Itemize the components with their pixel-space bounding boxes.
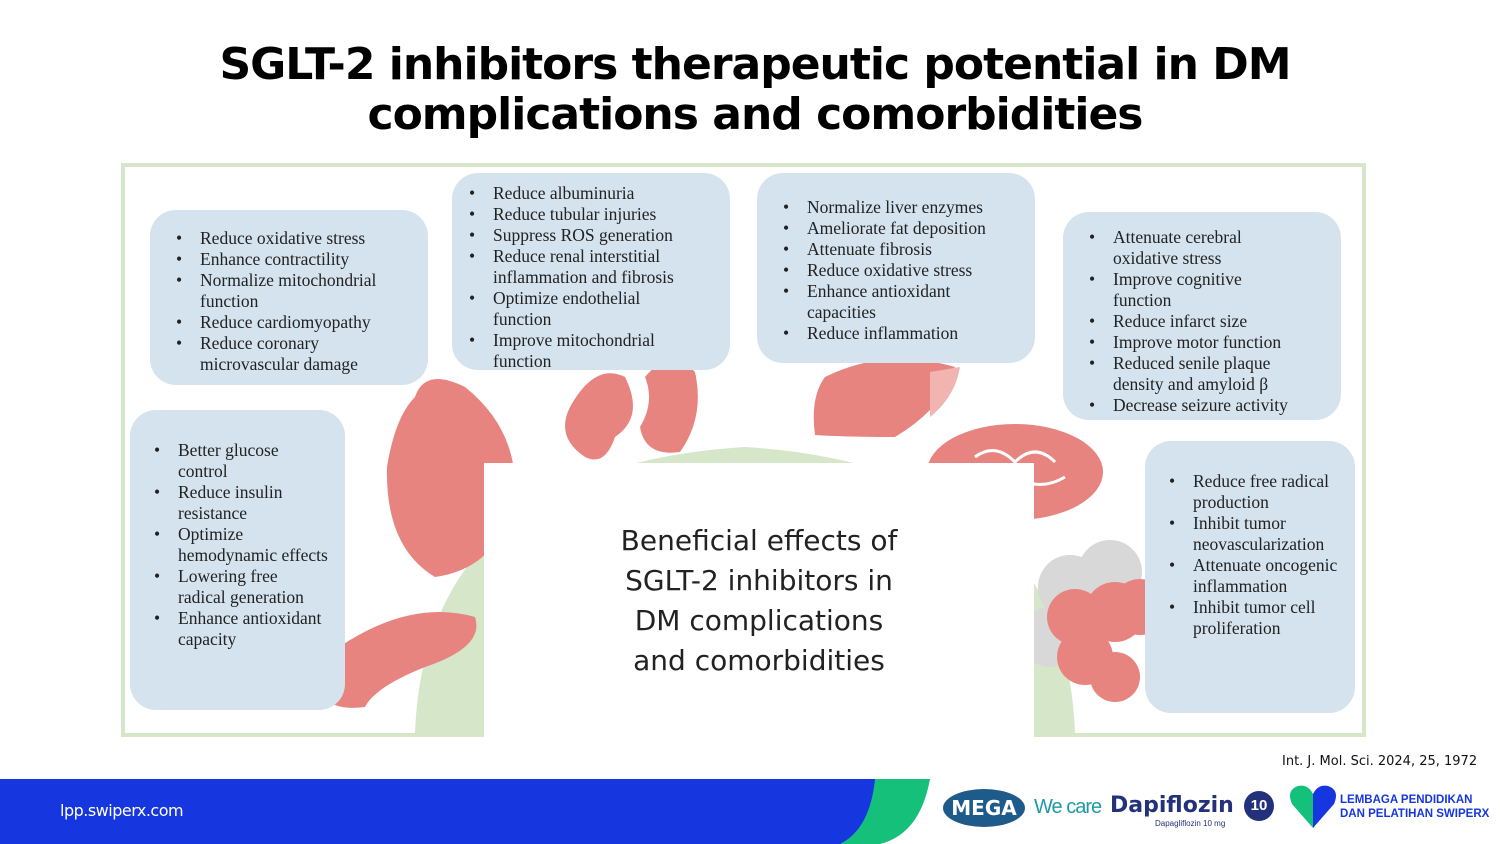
footer-bar [0,779,930,844]
dapiflozin-subtitle: Dapagliflozin 10 mg [1155,819,1226,828]
footer-url[interactable]: lpp.swiperx.com [60,801,184,820]
list-item: Reduce coronary microvascular damage [176,333,400,375]
lpp-logo-text: LEMBAGA PENDIDIKAN DAN PELATIHAN SWIPERX [1340,793,1489,821]
list-item: Reduce oxidative stress [176,228,428,249]
list-item: Reduce insulin resistance [154,482,328,524]
list-item: Reduce renal interstitial inflammation a… [469,246,708,288]
list-item: Better glucose control [154,440,328,482]
list-item: Improve mitochondrial function [469,330,693,372]
title-line-1: SGLT-2 inhibitors therapeutic potential … [219,39,1291,90]
heart-icon [386,379,515,577]
pancreas-effects-box: Better glucose controlReduce insulin res… [130,410,345,710]
caption-line: DM complications [634,604,884,637]
list-item: Reduced senile plaque density and amyloi… [1089,353,1298,395]
list-item: Lowering free radical generation [154,566,328,608]
list-item: Reduce infarct size [1089,311,1341,332]
list-item: Attenuate cerebral oxidative stress [1089,227,1273,269]
list-item: Decrease seizure activity [1089,395,1341,416]
list-item: Attenuate fibrosis [783,239,1035,260]
list-item: Improve motor function [1089,332,1341,353]
list-item: Reduce tubular injuries [469,204,730,225]
list-item: Reduce inflammation [783,323,1035,344]
list-item: Improve cognitive function [1089,269,1263,311]
caption-line: Beneficial effects of [620,524,898,557]
slide-title: SGLT-2 inhibitors therapeutic potential … [0,40,1500,140]
mega-logo: MEGA [943,789,1025,827]
title-line-2: complications and comorbidities [367,89,1144,140]
liver-icon [813,359,955,437]
list-item: Normalize mitochondrial function [176,270,410,312]
list-item: Reduce cardiomyopathy [176,312,428,333]
caption-line: and comorbidities [633,644,885,677]
list-item: Normalize liver enzymes [783,197,1035,218]
list-item: Inhibit tumor neovascularization [1169,513,1353,555]
liver-effects-box: Normalize liver enzymesAmeliorate fat de… [757,173,1035,363]
pancreas-icon [320,612,477,708]
list-item: Optimize hemodynamic effects [154,524,328,566]
figure: Reduce oxidative stressEnhance contracti… [121,163,1366,741]
list-item: Ameliorate fat deposition [783,218,1035,239]
list-item: Attenuate oncogenic inflammation [1169,555,1353,597]
list-item: Optimize endothelial function [469,288,673,330]
cancer-effects-box: Reduce free radical productionInhibit tu… [1145,441,1355,713]
liver-lobe [930,367,960,417]
dapiflozin-logo: Dapiflozin [1110,793,1234,818]
lpp-line-2: DAN PELATIHAN SWIPERX [1340,808,1490,820]
list-item: Reduce free radical production [1169,471,1353,513]
citation: Int. J. Mol. Sci. 2024, 25, 1972 [1282,754,1478,769]
kidney-effects-box: Reduce albuminuriaReduce tubular injurie… [452,173,730,372]
caption-line: SGLT-2 inhibitors in [625,564,893,597]
list-item: Enhance antioxidant capacity [154,608,328,650]
brain-effects-box: Attenuate cerebral oxidative stressImpro… [1063,212,1341,420]
list-item: Inhibit tumor cell proliferation [1169,597,1353,639]
center-caption: Beneficial effects of SGLT-2 inhibitors … [484,463,1034,741]
list-item: Enhance contractility [176,249,428,270]
heart-effects-box: Reduce oxidative stressEnhance contracti… [150,210,428,385]
list-item: Suppress ROS generation [469,225,730,246]
lpp-line-1: LEMBAGA PENDIDIKAN [1340,794,1473,806]
swiperx-heart-logo [1290,785,1336,828]
we-care-text: We care [1034,796,1102,818]
list-item: Reduce albuminuria [469,183,730,204]
dose-badge: 10 [1244,791,1274,821]
kidney-icon [565,360,698,460]
list-item: Enhance antioxidant capacities [783,281,977,323]
list-item: Reduce oxidative stress [783,260,1035,281]
